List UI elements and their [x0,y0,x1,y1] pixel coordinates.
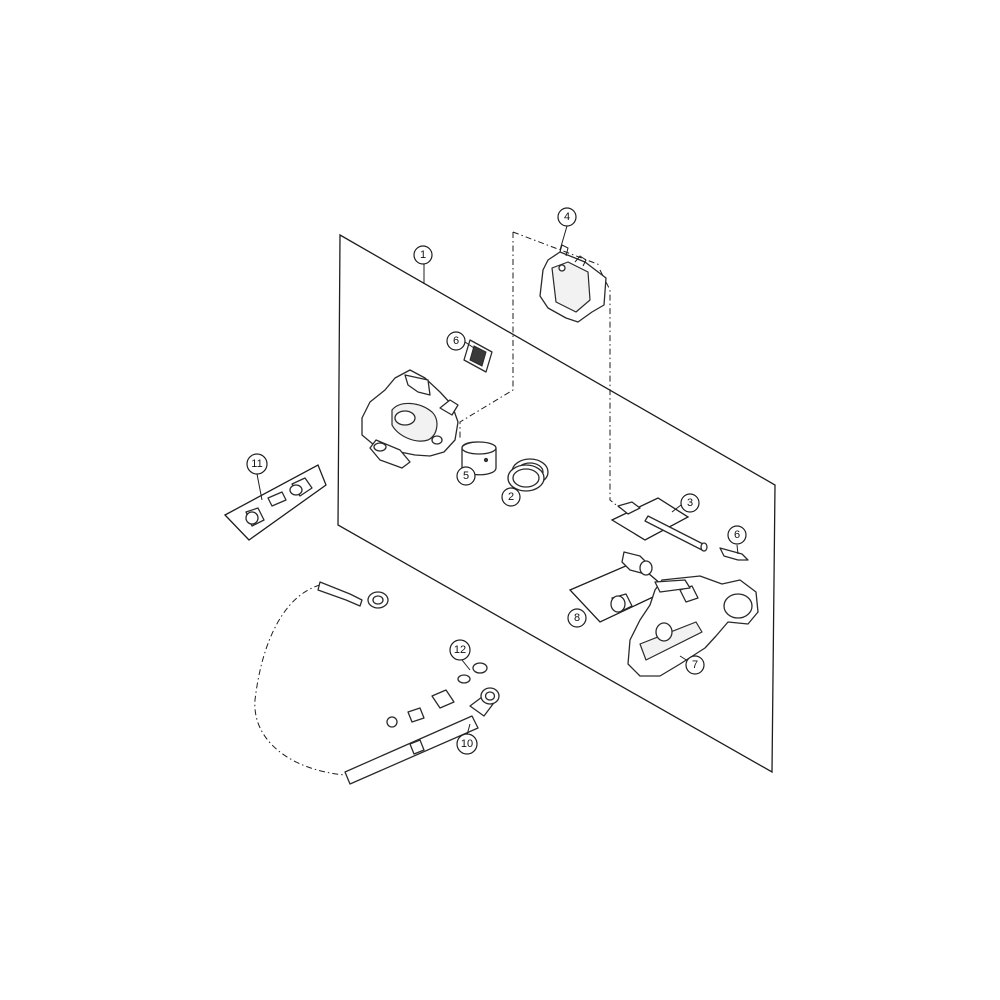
callout-11: 11 [246,453,268,475]
assembly-frame-1 [337,233,776,774]
caliper-support-part-7 [627,575,759,677]
svg-text:8: 8 [574,612,580,624]
svg-text:2: 2 [508,491,514,503]
svg-text:10: 10 [461,738,473,750]
brake-line-part-10 [254,581,500,785]
callout-3: 3 [680,493,700,513]
callout-7: 7 [685,655,705,675]
callout-10: 10 [456,733,478,755]
svg-text:6: 6 [453,335,459,347]
callout-6-spring: 6 [446,331,466,351]
retaining-clip-part-6 [719,547,749,561]
leader-4 [559,225,568,251]
callout-1: 1 [413,245,433,265]
bushing-part-8 [610,551,653,613]
leader-10 [466,723,471,736]
svg-text:12: 12 [454,644,466,656]
leader-7 [679,655,689,662]
leader-12 [461,659,471,671]
callout-8: 8 [567,608,587,628]
banjo-bolt-part-11 [245,477,313,527]
svg-text:11: 11 [251,458,262,470]
callout-4: 4 [557,207,577,227]
assembly-frame-11 [223,464,327,541]
leader-3 [671,504,682,513]
o-ring-part-12 [457,662,488,684]
leader-6a [464,341,475,349]
brake-pad-part-4 [539,244,607,323]
callout-6-clip: 6 [727,525,747,545]
callout-5: 5 [456,466,476,486]
svg-text:7: 7 [692,659,698,671]
assembly-line-pin [599,269,621,509]
brake-caliper-body [361,369,459,469]
seal-kit-part-2 [507,458,549,492]
assembly-frame-3 [610,497,690,541]
callout-2: 2 [501,487,521,507]
svg-text:4: 4 [564,211,570,223]
callout-12: 12 [449,639,471,661]
svg-text:1: 1 [420,249,426,261]
svg-text:3: 3 [687,497,693,509]
svg-text:5: 5 [463,470,469,482]
assembly-line-pad [459,232,514,440]
leader-11 [256,473,263,501]
brake-piston-part-5 [461,441,497,476]
pad-spring-part-6 [463,339,493,373]
svg-text:6: 6 [734,529,740,541]
guide-pin-part-3 [617,501,708,552]
leader-6b [736,544,739,555]
